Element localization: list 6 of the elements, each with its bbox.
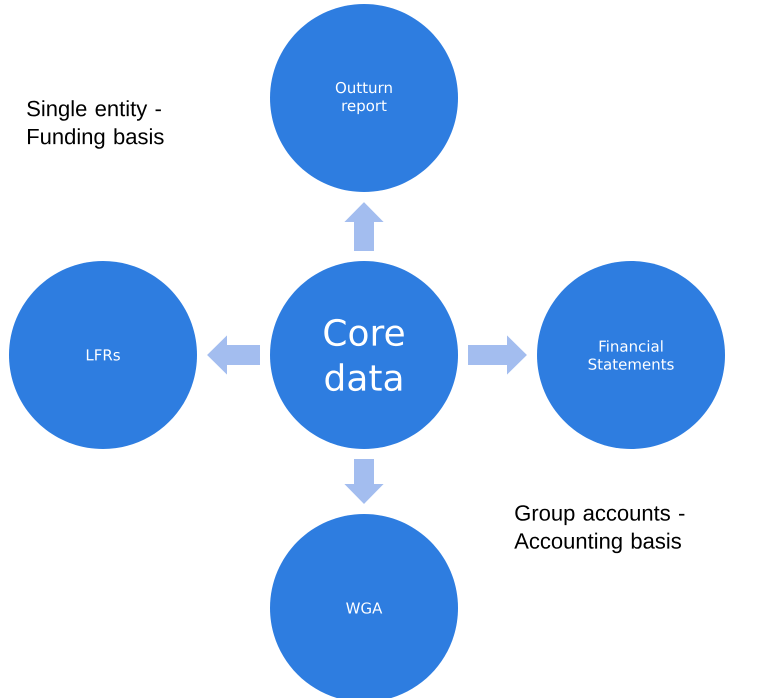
circle-node: LFRs — [9, 261, 197, 449]
note-text: Single entity - Funding basis — [27, 100, 164, 149]
circle-node: Core data — [270, 261, 458, 449]
note-text: Group accounts - Accounting basis — [514, 505, 684, 554]
circle-node: Outturn report — [270, 4, 458, 192]
circle-node: Financial Statements — [537, 261, 725, 449]
